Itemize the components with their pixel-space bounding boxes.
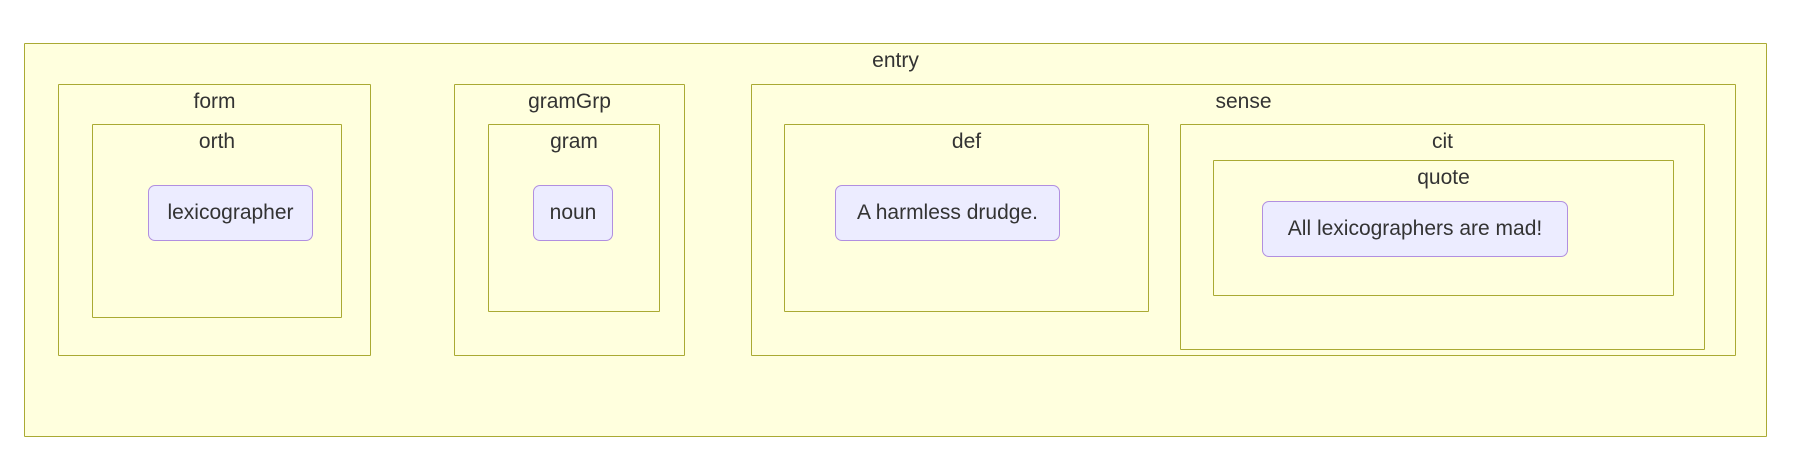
cluster-label-def: def (951, 130, 982, 153)
cluster-label-cit: cit (1432, 130, 1453, 153)
cluster-def[interactable]: def A harmless drudge. (784, 124, 1149, 312)
cluster-form[interactable]: form orth lexicographer (58, 84, 371, 356)
node-gram-value[interactable]: noun (533, 185, 613, 241)
cluster-label-quote: quote (1417, 166, 1470, 189)
cluster-orth[interactable]: orth lexicographer (92, 124, 342, 318)
node-orth-value[interactable]: lexicographer (148, 185, 313, 241)
node-quote-value[interactable]: All lexicographers are mad! (1262, 201, 1568, 257)
cluster-label-sense: sense (1215, 90, 1272, 113)
cluster-label-form: form (193, 90, 236, 113)
cluster-sense[interactable]: sense def A harmless drudge. cit quote A… (751, 84, 1736, 356)
node-def-value[interactable]: A harmless drudge. (835, 185, 1060, 241)
cluster-quote[interactable]: quote All lexicographers are mad! (1213, 160, 1674, 296)
cluster-label-orth: orth (198, 130, 236, 153)
cluster-label-gram: gram (550, 130, 598, 153)
cluster-label-entry: entry (872, 49, 919, 72)
cluster-gram[interactable]: gram noun (488, 124, 660, 312)
cluster-entry[interactable]: entry form orth lexicographer gramGrp gr… (24, 43, 1767, 437)
cluster-gramgrp[interactable]: gramGrp gram noun (454, 84, 685, 356)
cluster-cit[interactable]: cit quote All lexicographers are mad! (1180, 124, 1705, 350)
cluster-label-gramgrp: gramGrp (528, 90, 611, 113)
